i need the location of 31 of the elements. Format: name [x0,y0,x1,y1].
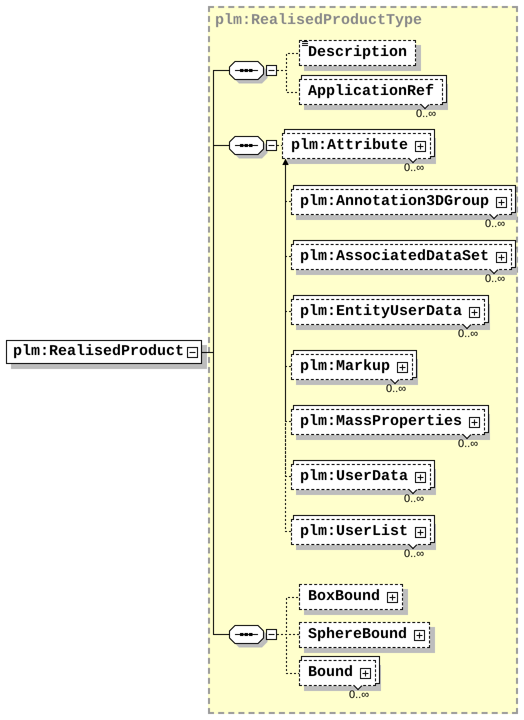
element-name: plm:UserList [300,524,408,540]
occurrence-label: 0..∞ [349,689,370,701]
occurrence-label: 0..∞ [458,328,478,340]
element-name: plm:EntityUserData [300,304,462,320]
element-name: plm:Annotation3DGroup [300,194,490,210]
element-name: SphereBound [308,627,408,643]
occurrence-label: 0..∞ [416,108,436,120]
element-name: BoxBound [308,589,380,605]
occurrence-label: 0..∞ [485,273,506,285]
connector-line [276,634,300,674]
occurrence-label: 0..∞ [404,162,424,174]
element-name: plm:MassProperties [300,414,462,430]
occurrence-label: 0..∞ [485,218,506,230]
connector-line [276,70,300,93]
element-name: Bound [308,665,354,681]
element-name: ApplicationRef [308,84,434,100]
occurrence-label: 0..∞ [458,438,478,450]
sequence-compositor [229,61,277,85]
sequence-compositor [229,625,277,649]
element-name: plm:AssociatedDataSet [300,249,490,265]
element-name: plm:Markup [300,359,390,375]
occurrence-label: 0..∞ [386,383,406,395]
element-name: plm:UserData [300,469,408,485]
sequence-compositor [229,136,277,160]
type-name: plm:RealisedProductType [215,13,422,29]
element-name: plm:Attribute [291,138,408,154]
occurrence-label: 0..∞ [404,493,424,505]
element-name: Description [308,45,408,61]
element-name: plm:RealisedProduct [13,344,184,360]
type-container [208,6,518,714]
occurrence-label: 0..∞ [404,548,424,560]
